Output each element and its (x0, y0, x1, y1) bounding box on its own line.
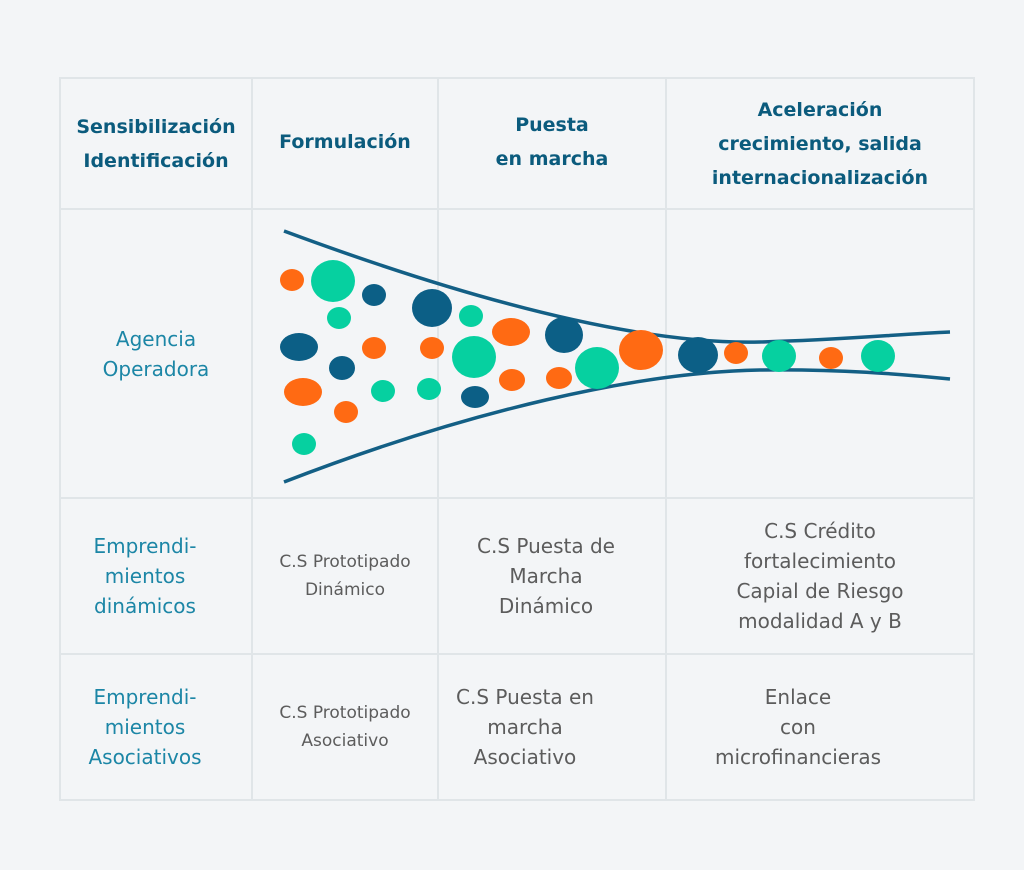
row-divider (59, 497, 975, 499)
row-divider (59, 208, 975, 210)
funnel-dot-navy (280, 333, 318, 361)
cell-credito-fortalecimiento: C.S Crédito fortalecimiento Capial de Ri… (736, 519, 904, 633)
funnel-dot-mint (371, 380, 395, 402)
header-puesta-en-marcha: Puesta en marcha (495, 113, 609, 170)
funnel-dot-mint (311, 260, 355, 302)
funnel-dot-orange (819, 347, 843, 369)
funnel-dot-mint (452, 336, 496, 378)
funnel-dot-mint (575, 347, 619, 389)
funnel-dot-orange (492, 318, 530, 346)
row-divider (59, 653, 975, 655)
funnel-dot-navy (461, 386, 489, 408)
funnel-dot-orange (362, 337, 386, 359)
column-divider (665, 77, 667, 801)
cell-enlace-microfinancieras: Enlace con microfinancieras (714, 685, 881, 769)
funnel-dot-mint (459, 305, 483, 327)
funnel-dot-orange (280, 269, 304, 291)
funnel-dot-orange (284, 378, 322, 406)
funnel-dot-orange (619, 330, 663, 370)
funnel-dot-navy (329, 356, 355, 380)
cell-prototipado-dinamico: C.S Prototipado Dinámico (279, 552, 411, 600)
funnel-dot-mint (762, 340, 796, 372)
funnel-dot-orange (499, 369, 525, 391)
header-sensibilizacion: Sensibilización Identificación (76, 115, 236, 172)
funnel-dot-navy (412, 289, 452, 327)
funnel-dot-mint (861, 340, 895, 372)
funnel-dot-orange (334, 401, 358, 423)
funnel-dot-mint (292, 433, 316, 455)
cell-puesta-marcha-asociativo: C.S Puesta en marcha Asociativo (456, 685, 594, 769)
funnel-dot-orange (420, 337, 444, 359)
funnel-dot-orange (546, 367, 572, 389)
cell-prototipado-asociativo: C.S Prototipado Asociativo (279, 703, 411, 751)
funnel-dot-navy (362, 284, 386, 306)
row-label-agencia-operadora: Agencia Operadora (102, 326, 210, 381)
funnel-top-curve (283, 229, 951, 344)
funnel-dot-navy (545, 317, 583, 353)
header-aceleracion: Aceleración crecimiento, salida internac… (711, 98, 929, 189)
funnel-dot-orange (724, 342, 748, 364)
column-divider (251, 77, 253, 801)
header-formulacion: Formulación (279, 130, 411, 153)
column-divider (437, 77, 439, 801)
funnel-dot-mint (417, 378, 441, 400)
funnel-dot-mint (327, 307, 351, 329)
funnel-dot-navy (678, 337, 718, 373)
row-label-emprendimientos-dinamicos: Emprendi- mientos dinámicos (93, 534, 197, 618)
diagram-table (59, 77, 975, 801)
cell-puesta-marcha-dinamico: C.S Puesta de Marcha Dinámico (477, 534, 615, 618)
funnel-bottom-curve (283, 368, 951, 484)
row-label-emprendimientos-asociativos: Emprendi- mientos Asociativos (88, 685, 202, 769)
